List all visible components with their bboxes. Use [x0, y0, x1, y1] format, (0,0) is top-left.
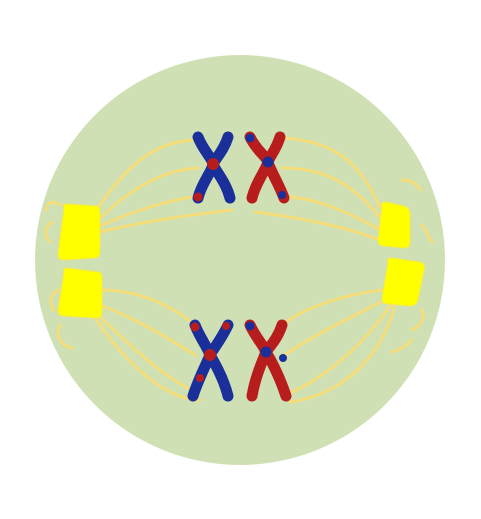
spindle-fiber	[253, 210, 382, 242]
centrosome-upper-right	[377, 201, 411, 249]
chromosome-bottom-red	[244, 319, 292, 402]
chromatid-band	[245, 133, 255, 143]
chromatid-band	[222, 322, 230, 330]
spindle-fiber	[283, 298, 387, 357]
aster-fiber	[56, 323, 74, 350]
centromere	[260, 346, 272, 358]
centromere	[204, 349, 216, 361]
centrosomes	[57, 201, 425, 319]
spindle-fibers	[44, 136, 434, 404]
spindle-fiber	[280, 194, 382, 232]
aster-fiber	[390, 338, 414, 354]
centrosome-lower-left	[57, 267, 103, 319]
centromere	[262, 156, 274, 168]
chromosome-top-blue	[192, 131, 236, 204]
spindle-fiber	[286, 304, 392, 396]
aster-fiber	[400, 178, 422, 192]
chromosome-bottom-blue	[187, 319, 234, 402]
aster-fiber	[49, 288, 60, 312]
chromosomes	[187, 131, 292, 402]
chromatid-band	[279, 354, 287, 362]
chromatid-band	[196, 374, 204, 382]
spindle-fiber	[280, 288, 384, 327]
chromatid-band	[245, 321, 255, 331]
chromatid-band	[193, 192, 203, 202]
aster-fiber	[44, 200, 62, 212]
centrosome-upper-left	[57, 203, 101, 261]
centrosome-lower-right	[381, 257, 425, 307]
spindle-fiber	[280, 136, 382, 210]
spindle-fiber	[288, 304, 397, 404]
aster-fiber	[410, 308, 425, 332]
chromosome-top-red	[244, 131, 290, 204]
chromatid-band	[190, 322, 200, 332]
spindle-fiber	[98, 194, 200, 228]
spindle-fiber	[98, 166, 200, 220]
spindle-fiber	[98, 288, 197, 327]
spindle-fiber	[96, 138, 200, 210]
spindle-fiber	[280, 166, 382, 220]
spindle-fiber	[98, 303, 197, 357]
centromere	[207, 158, 219, 170]
chromatid-band	[278, 191, 286, 199]
aster-fiber	[44, 220, 54, 244]
spindle-fiber	[98, 208, 234, 234]
cell-body	[35, 55, 445, 465]
spindle-fiber	[96, 313, 197, 394]
aster-fiber	[420, 223, 434, 244]
